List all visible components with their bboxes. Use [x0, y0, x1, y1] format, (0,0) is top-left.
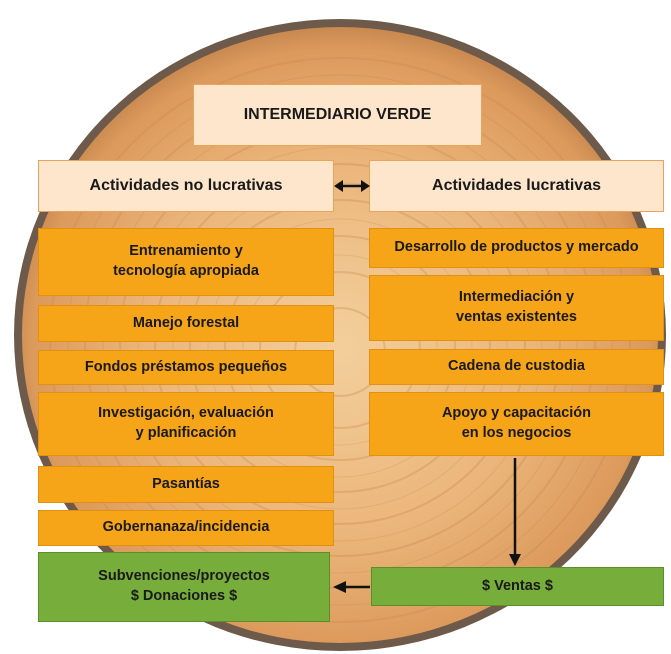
sales-text: $ Ventas $: [482, 577, 553, 594]
left-item-small-loans-text: Fondos préstamos pequeños: [84, 358, 288, 375]
left-item-training: Entrenamiento y tecnología apropiada: [38, 228, 334, 296]
right-item-product-development-text: Desarrollo de productos y mercado: [394, 239, 639, 256]
right-item-business-support-line2: en los negocios: [461, 425, 572, 441]
right-item-chain-of-custody: Cadena de custodia: [369, 349, 664, 385]
left-header-text: Actividades no lucrativas: [89, 177, 283, 195]
funding-line1: Subvenciones/proyectos: [98, 568, 270, 585]
left-item-governance: Gobernanaza/incidencia: [38, 510, 334, 546]
left-item-training-line2: tecnología apropiada: [113, 263, 259, 279]
right-item-product-development: Desarrollo de productos y mercado: [369, 228, 664, 268]
right-header-text: Actividades lucrativas: [432, 177, 601, 195]
right-header-box: Actividades lucrativas: [369, 160, 664, 212]
left-header-box: Actividades no lucrativas: [38, 160, 334, 212]
left-item-forest-management: Manejo forestal: [38, 305, 334, 342]
right-item-intermediation-line1: Intermediación y: [458, 289, 575, 306]
right-item-chain-of-custody-text: Cadena de custodia: [448, 358, 585, 375]
sales-box: $ Ventas $: [371, 567, 664, 606]
left-item-internships-text: Pasantías: [152, 475, 220, 492]
left-item-research-line1: Investigación, evaluación: [98, 405, 274, 422]
right-item-intermediation-line2: ventas existentes: [456, 309, 577, 325]
left-item-governance-text: Gobernanaza/incidencia: [102, 519, 270, 536]
left-item-research: Investigación, evaluación y planificació…: [38, 392, 334, 456]
right-item-business-support: Apoyo y capacitación en los negocios: [369, 392, 664, 456]
left-item-research-line2: y planificación: [135, 425, 237, 441]
title-text: INTERMEDIARIO VERDE: [243, 106, 432, 124]
left-item-forest-management-text: Manejo forestal: [132, 314, 240, 331]
left-item-small-loans: Fondos préstamos pequeños: [38, 350, 334, 385]
right-item-intermediation: Intermediación y ventas existentes: [369, 275, 664, 341]
left-item-training-line1: Entrenamiento y: [129, 243, 243, 260]
funding-box: Subvenciones/proyectos $ Donaciones $: [38, 552, 330, 622]
right-item-business-support-line1: Apoyo y capacitación: [441, 405, 592, 422]
funding-line2: $ Donaciones $: [130, 588, 238, 604]
title-box: INTERMEDIARIO VERDE: [193, 84, 482, 146]
left-item-internships: Pasantías: [38, 466, 334, 503]
